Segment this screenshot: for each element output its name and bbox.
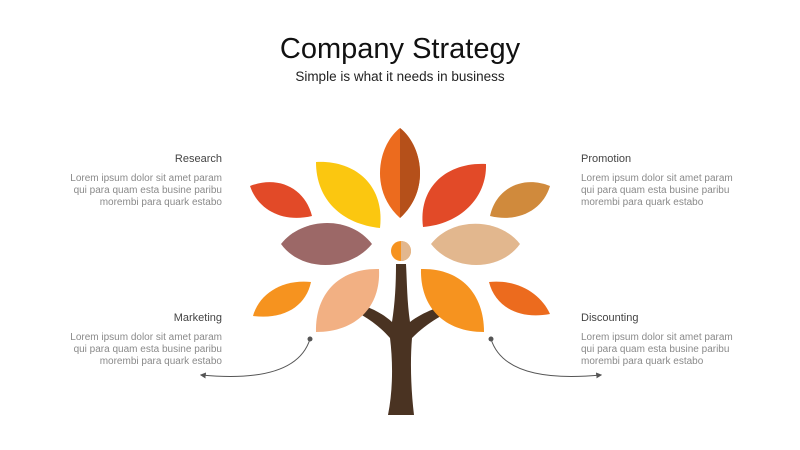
leaf-lower-right-orange [420, 268, 484, 332]
marketing-text: Lorem ipsum dolor sit amet param qui par… [70, 332, 222, 367]
leaf-far-lower-left-orange [253, 281, 311, 317]
tree-trunk [342, 264, 462, 415]
research-block: Research Lorem ipsum dolor sit amet para… [22, 153, 222, 209]
promotion-block: Promotion Lorem ipsum dolor sit amet par… [581, 153, 781, 209]
leaf-far-left-red [250, 182, 312, 218]
discounting-connector-arrow [488, 336, 603, 379]
leaf-upper-right-red [422, 163, 487, 227]
marketing-heading: Marketing [173, 312, 222, 324]
promotion-text: Lorem ipsum dolor sit amet param qui par… [581, 173, 733, 208]
leaf-far-right-ochre [490, 182, 550, 218]
discounting-text: Lorem ipsum dolor sit amet param qui par… [581, 332, 733, 367]
marketing-block: Marketing Lorem ipsum dolor sit amet par… [22, 312, 222, 368]
tree-bud [391, 241, 411, 261]
leaf-top-center [379, 128, 421, 218]
leaf-lower-left-peach [315, 268, 380, 332]
leaf-middle-left-mauve [281, 222, 372, 265]
discounting-heading: Discounting [581, 312, 639, 324]
discounting-block: Discounting Lorem ipsum dolor sit amet p… [581, 312, 781, 368]
slide-title: Company Strategy [279, 33, 521, 65]
leaf-middle-right-beige [431, 223, 520, 265]
research-text: Lorem ipsum dolor sit amet param qui par… [70, 173, 222, 208]
marketing-connector-arrow [199, 336, 313, 379]
leaf-upper-left-yellow [316, 161, 381, 228]
leaf-far-lower-right-orange [489, 281, 550, 316]
slide-subtitle: Simple is what it needs in business [295, 69, 505, 84]
research-heading: Research [174, 153, 222, 165]
promotion-heading: Promotion [581, 153, 632, 165]
